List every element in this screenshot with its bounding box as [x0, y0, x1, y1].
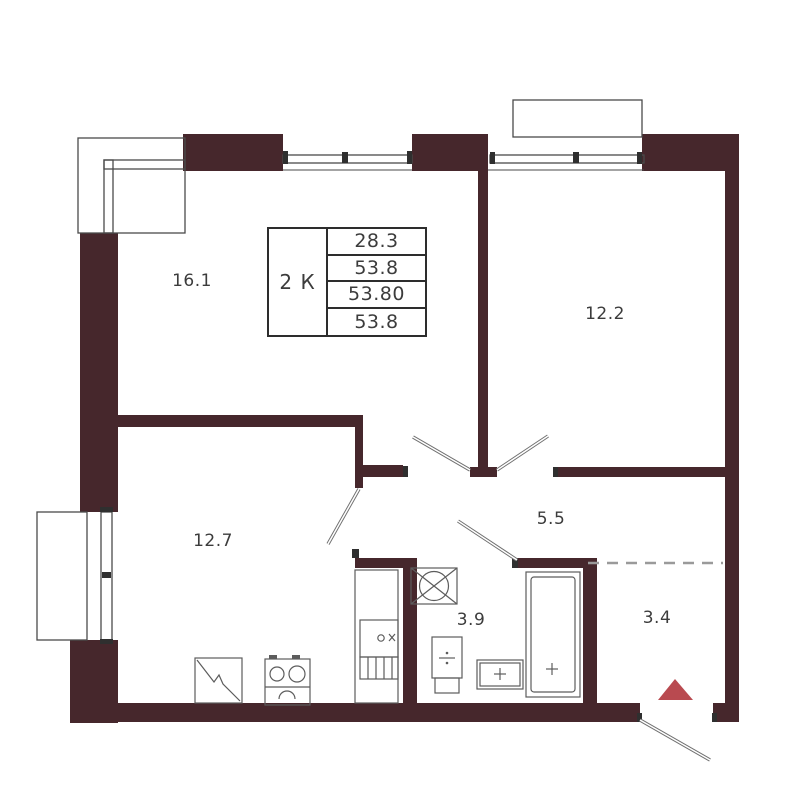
burner-circle: [269, 666, 285, 682]
window-tick: [100, 507, 113, 512]
room-label-living: 16.1: [172, 271, 212, 291]
window-tick: [573, 152, 579, 163]
entrance-arrow-icon: [658, 679, 693, 700]
wall-bottom: [118, 703, 640, 722]
area-row: 53.8: [354, 310, 399, 333]
basin-inner: [479, 662, 521, 687]
door-swing-kitchen-inner: [327, 488, 360, 545]
fridge-icon: [194, 657, 243, 704]
windows-balconies: [36, 99, 717, 722]
partition-bedroom-foot: [470, 467, 497, 477]
wall-right: [725, 171, 739, 722]
faucet-circle: [377, 634, 385, 642]
area-row: 53.8: [328, 256, 425, 282]
wall-left-lower: [70, 640, 118, 723]
wall-top-right-block: [642, 134, 739, 171]
dryer-rack: [359, 656, 399, 680]
basin-outer: [476, 659, 524, 690]
door-jamb-tick: [553, 467, 558, 477]
room-label-kitchen: 12.7: [193, 531, 233, 551]
window-tick: [637, 152, 642, 164]
toilet-icon: [431, 636, 463, 694]
balcony-top-right-outline: [512, 99, 643, 138]
window-living-corner-left: [103, 159, 114, 234]
window-living-corner-top: [103, 159, 186, 170]
vent-circle: [418, 570, 450, 602]
partition-kitchen-jog: [355, 427, 363, 488]
partition-hall-stub: [363, 465, 403, 477]
door-swing-bedroom-inner: [496, 435, 549, 471]
vent-box: [410, 567, 458, 605]
window-tick: [342, 152, 348, 163]
wall-left-upper: [80, 233, 118, 512]
wall-bath-left: [403, 558, 417, 703]
door-swing-living-inner: [412, 436, 471, 471]
window-tick: [490, 152, 495, 164]
oven-arc: [278, 690, 296, 700]
wall-bath-entry: [583, 558, 597, 703]
area-row: 28.3: [328, 229, 425, 256]
faucet-cross: [388, 633, 396, 642]
stove-icon: [264, 655, 311, 706]
door-swing-entrance-inner: [639, 719, 711, 761]
bathtub-outer: [525, 571, 581, 698]
wall-bath-top-right: [518, 558, 583, 568]
doors: [326, 434, 711, 762]
door-jamb-tick: [637, 713, 642, 722]
apartment-info-table: 2 К 28.3 53.8 53.80 53.8: [267, 227, 427, 337]
door-jamb-tick: [512, 558, 518, 568]
window-tick: [102, 572, 111, 578]
partition-living-kitchen: [118, 415, 363, 427]
window-tick: [407, 151, 412, 164]
window-tick: [283, 151, 288, 164]
room-label-entry: 3.4: [642, 608, 672, 628]
stove-knob: [292, 655, 300, 659]
vent-shaft-icon: [410, 567, 458, 605]
walls: [70, 134, 739, 723]
burner-circle: [288, 665, 306, 683]
door-jamb-tick: [712, 713, 717, 722]
door-jamb-tick: [403, 466, 408, 477]
stove-knob: [269, 655, 277, 659]
partition-bedroom: [478, 171, 488, 467]
fridge-zigzag: [196, 659, 241, 702]
kitchen-counter-icon: [354, 569, 399, 704]
wall-top-mid-block: [412, 134, 488, 171]
fridge-box: [194, 657, 243, 704]
door-jamb-tick: [352, 549, 359, 558]
wall-top-left-block: [183, 134, 283, 171]
wall-bottom-right-stub: [713, 703, 739, 722]
window-bedroom-top: [489, 154, 645, 164]
toilet-tank: [434, 677, 460, 694]
washbasin-icon: [476, 659, 524, 690]
unit-type-cell: 2 К: [269, 229, 328, 335]
bathtub-icon: [525, 571, 581, 698]
room-label-hall: 5.5: [536, 509, 566, 529]
area-row: 53.80: [328, 282, 425, 309]
room-label-bedroom: 12.2: [585, 304, 625, 324]
toilet-mark-dot: [445, 661, 449, 665]
balcony-top-left-outline: [77, 137, 186, 234]
stove-box: [264, 658, 311, 706]
balcony-left-outline: [36, 511, 88, 641]
partition-hall-bedroom: [557, 467, 725, 477]
door-swing-bathroom-inner: [457, 520, 518, 561]
wall-bath-top-left: [355, 558, 407, 568]
window-tick: [100, 639, 113, 644]
room-label-bathroom: 3.9: [456, 610, 486, 630]
vent-diagonal: [410, 567, 458, 605]
toilet-mark-dot: [445, 651, 449, 655]
bathtub-inner: [530, 576, 576, 693]
